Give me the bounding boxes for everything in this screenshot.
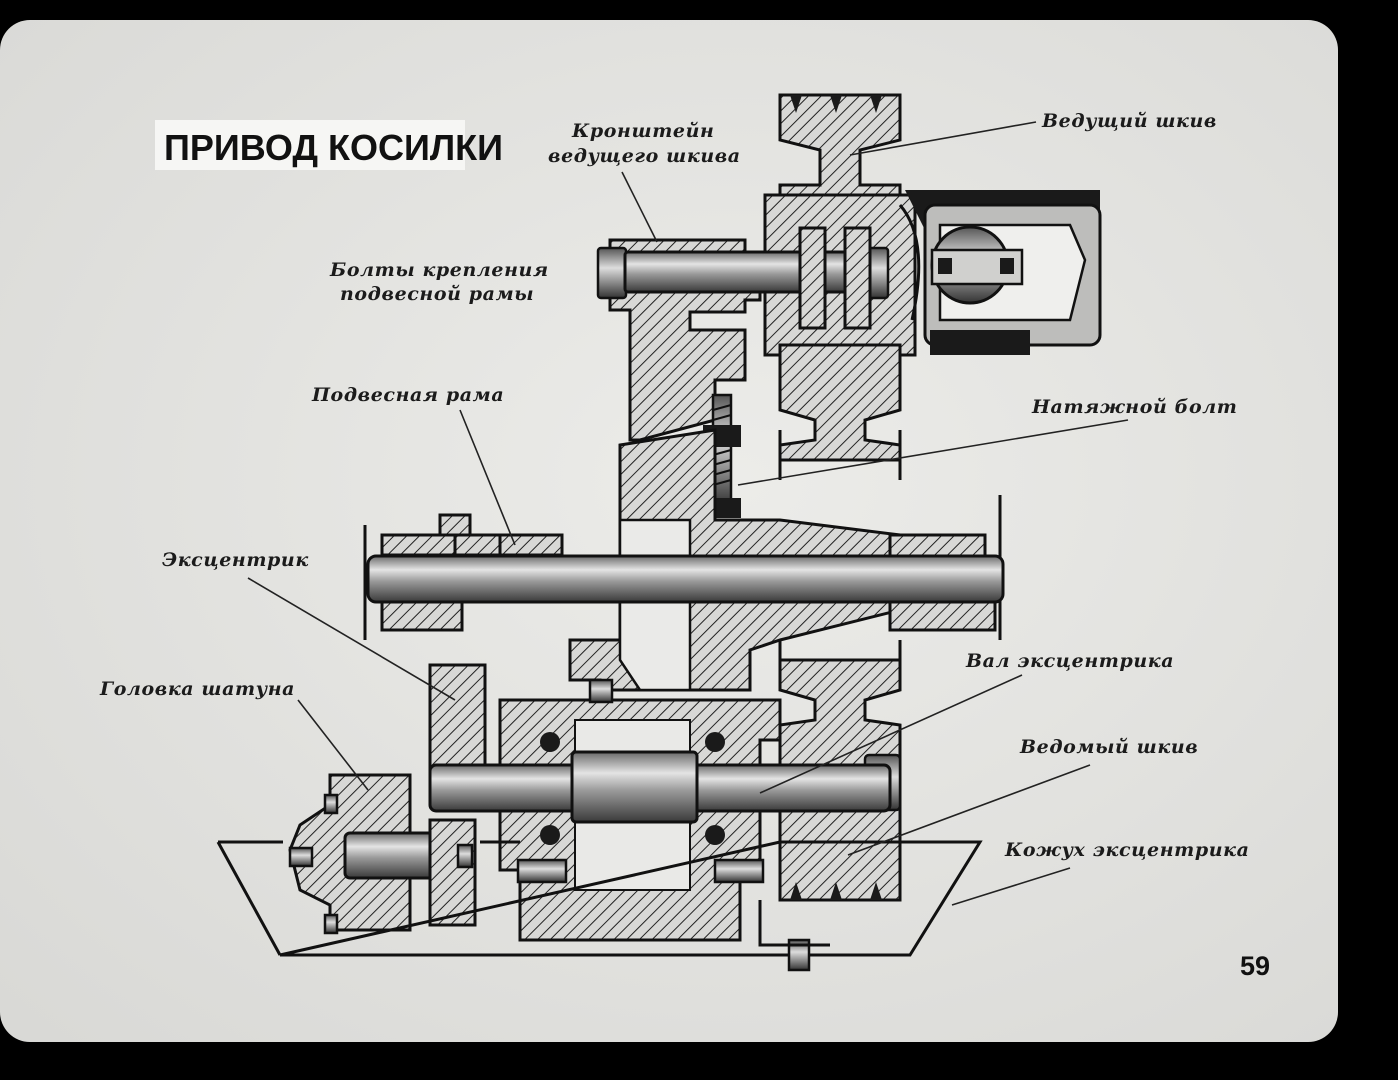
label-eccentric-shaft: Вал эксцентрика [965,650,1174,672]
label-driven-pulley: Ведомый шкив [1019,736,1198,758]
mechanism-drawing [216,93,1102,972]
callout-drive-pulley: Ведущий шкив [849,110,1217,156]
label-bolts-line2: подвесной рамы [340,283,534,305]
gearbox-head [898,190,1102,355]
callout-bracket: Кронштейн ведущего шкива [548,120,741,243]
callout-driven-pulley: Ведомый шкив [847,736,1198,856]
callout-hanging-frame: Подвесная рама [311,384,516,546]
hanging-frame [363,428,1005,692]
label-bracket-line2: ведущего шкива [548,145,741,167]
eccentric-cover-part [216,840,983,972]
title-text: ПРИВОД КОСИЛКИ [164,127,503,168]
callout-bolts: Болты крепления подвесной рамы [329,259,549,305]
connecting-rod-head [288,773,477,935]
callout-eccentric-shaft: Вал эксцентрика [759,650,1174,794]
label-drive-pulley: Ведущий шкив [1041,110,1217,132]
page-number: 59 [1240,951,1270,981]
callout-tension-bolt: Натяжной болт [737,396,1237,486]
label-eccentric-cover: Кожух эксцентрика [1004,839,1250,861]
callout-eccentric-cover: Кожух эксцентрика [951,839,1250,906]
label-bracket-line1: Кронштейн [571,120,714,142]
page-title: ПРИВОД КОСИЛКИ [155,120,503,170]
label-bolts-line1: Болты крепления [329,259,549,281]
label-hanging-frame: Подвесная рама [311,384,504,406]
label-eccentric: Эксцентрик [162,549,309,571]
drive-pulley-bracket [596,226,890,442]
callout-eccentric: Эксцентрик [162,549,456,701]
label-tension-bolt: Натяжной болт [1031,396,1237,418]
callout-rod-head: Головка шатуна [99,678,369,791]
label-rod-head: Головка шатуна [99,678,295,700]
callouts: Кронштейн ведущего шкива Ведущий шкив Бо… [99,110,1250,906]
eccentric-housing [428,663,892,942]
